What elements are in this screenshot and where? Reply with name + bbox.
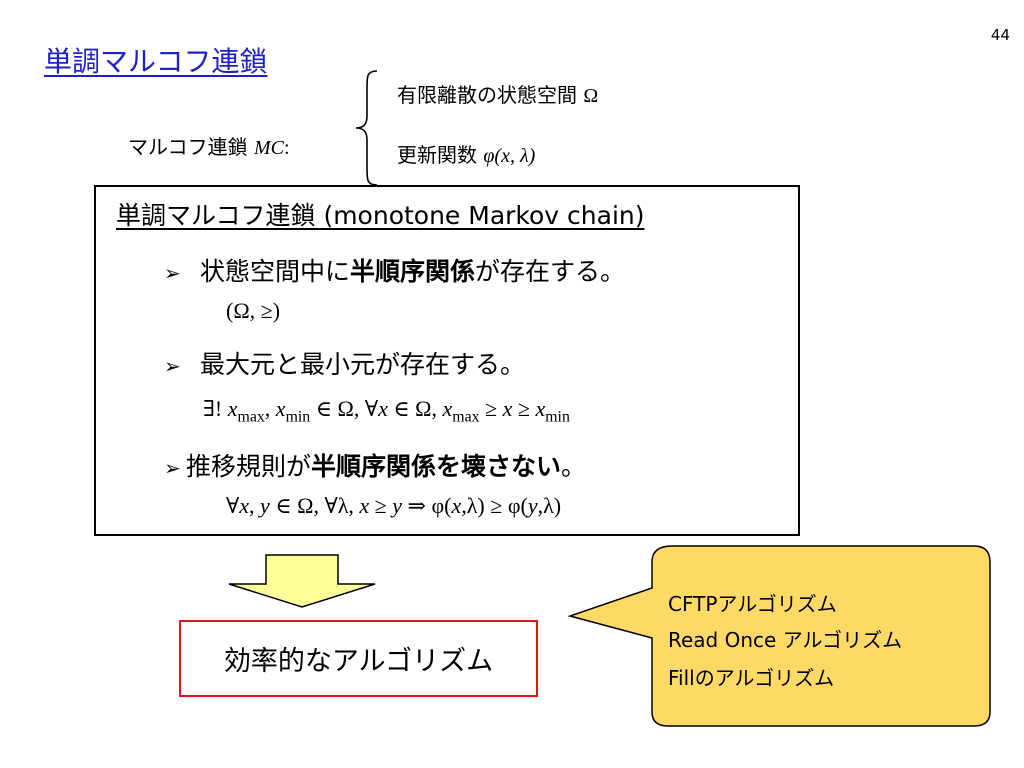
bullet-monotone: ➢推移規則が半順序関係を壊さない。 (164, 447, 586, 483)
definition-box (94, 185, 800, 536)
update-function-text: 更新関数 (397, 143, 484, 167)
result-box: 効率的なアルゴリズム (179, 620, 538, 697)
callout-item-cftp: CFTPアルゴリズム (668, 592, 837, 616)
down-arrow-icon (228, 554, 376, 608)
bullet-text-end: 。 (561, 452, 587, 481)
markov-chain-symbol: MC (253, 137, 284, 159)
formula-partial-order: (Ω, ≥) (226, 298, 281, 323)
markov-chain-label-text: マルコフ連鎖 (128, 135, 254, 159)
callout-bubble (567, 545, 991, 727)
bullet-max-min: ➢ 最大元と最小元が存在する。 (164, 345, 525, 381)
bullet-arrow-icon: ➢ (164, 261, 181, 285)
definition-title: 単調マルコフ連鎖 (monotone Markov chain) (116, 201, 645, 230)
update-function-item: 更新関数 φ(x, λ) (397, 139, 535, 168)
bullet-text: 最大元と最小元が存在する。 (199, 350, 525, 379)
bullet-arrow-icon: ➢ (164, 354, 181, 378)
formula-monotone: ∀x, y ∈ Ω, ∀λ, x ≥ y ⇒ φ(x,λ) ≥ φ(y,λ) (226, 493, 562, 518)
bullet-text: 状態空間中に (199, 257, 350, 286)
formula-max-min: ∃! xmax, xmin ∈ Ω, ∀x ∈ Ω, xmax ≥ x ≥ xm… (203, 396, 570, 426)
result-label: 効率的なアルゴリズム (223, 646, 494, 677)
markov-chain-colon: : (283, 137, 290, 159)
bullet-text-end: が存在する。 (474, 257, 625, 286)
page-number: 44 (990, 26, 1010, 44)
slide-title: 単調マルコフ連鎖 (44, 45, 268, 78)
bullet-bold-text: 半順序関係を壊さない (311, 452, 562, 481)
update-function-symbol: φ(x, λ) (483, 145, 536, 167)
state-space-symbol: Ω (583, 85, 599, 107)
state-space-item: 有限離散の状態空間 Ω (397, 79, 598, 108)
markov-chain-label: マルコフ連鎖 MC: (128, 131, 290, 160)
callout-item-fill: Fillのアルゴリズム (668, 666, 835, 690)
bullet-bold-text: 半順序関係 (349, 257, 475, 286)
callout-item-read-once: Read Once アルゴリズム (668, 628, 903, 652)
curly-brace (355, 70, 378, 186)
bullet-text: 推移規則が (186, 452, 312, 481)
bullet-partial-order: ➢ 状態空間中に半順序関係が存在する。 (164, 252, 625, 288)
bullet-arrow-icon: ➢ (164, 456, 181, 480)
state-space-text: 有限離散の状態空間 (397, 83, 584, 107)
